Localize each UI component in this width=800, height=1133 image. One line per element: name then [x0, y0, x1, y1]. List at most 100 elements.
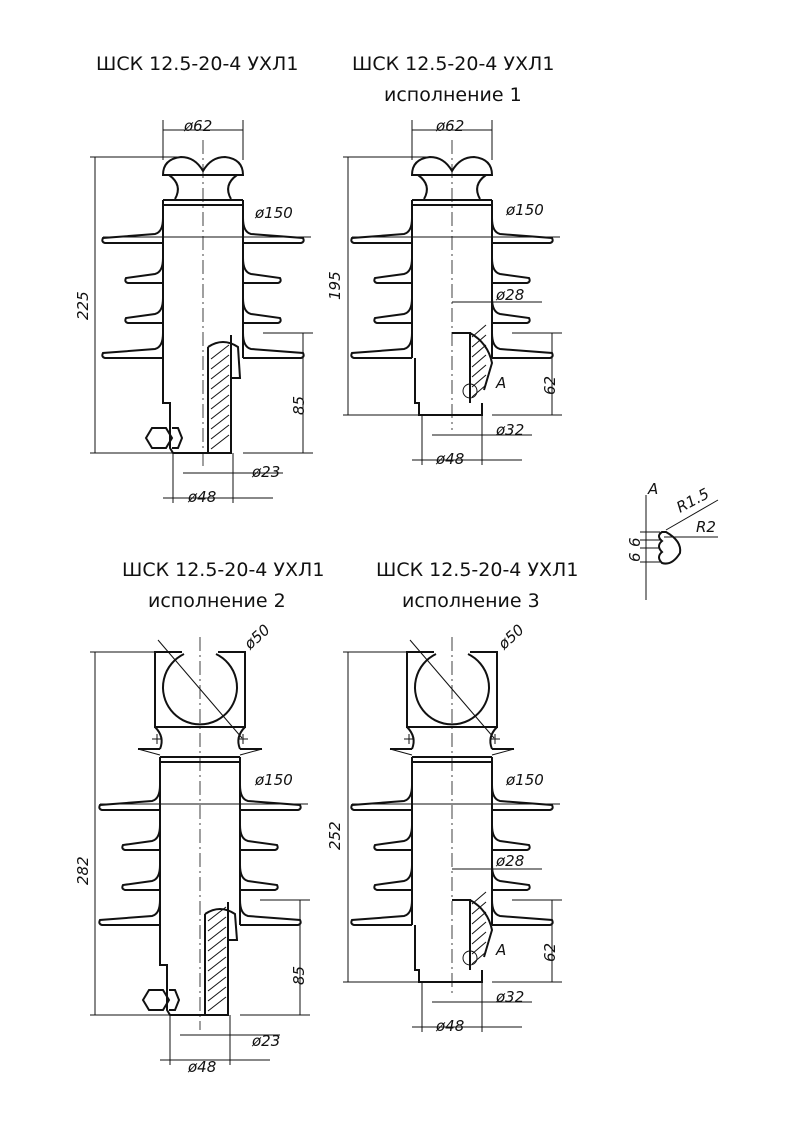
small-shed — [373, 257, 413, 284]
drawing-line — [491, 748, 515, 756]
large-shed — [491, 217, 554, 244]
small-shed — [239, 824, 279, 851]
large-shed — [98, 899, 161, 926]
hatch — [210, 374, 230, 390]
view2-title: ШСК 12.5-20-4 УХЛ1 — [352, 53, 554, 75]
detail-a-circle — [462, 950, 478, 966]
dim-height: 282 — [74, 856, 92, 885]
large-shed — [350, 784, 413, 811]
detail-a: A R1.5 R2 6 6 — [626, 480, 719, 600]
ring-neck — [406, 726, 498, 750]
hatch — [471, 324, 487, 338]
ring-hole — [162, 653, 238, 726]
hatch — [210, 364, 230, 380]
fitting-section — [452, 899, 494, 970]
detail-a-r2: R2 — [696, 518, 716, 536]
small-shed — [373, 864, 413, 891]
dim-inner-dia: ø32 — [495, 988, 524, 1006]
dim-shed-dia: ø150 — [505, 201, 544, 219]
detail-a-label: A — [647, 480, 658, 498]
hatch — [210, 424, 230, 440]
drawing-line — [239, 748, 263, 756]
hatch — [210, 414, 230, 430]
small-shed — [124, 257, 164, 284]
small-shed — [121, 864, 161, 891]
small-shed — [373, 824, 413, 851]
hatch — [207, 966, 227, 982]
dim-inner-dia: ø32 — [495, 421, 524, 439]
small-shed — [121, 824, 161, 851]
dim-shed-dia: ø150 — [505, 771, 544, 789]
hatch — [471, 951, 487, 965]
hatch — [471, 344, 487, 358]
large-shed — [350, 899, 413, 926]
dim-height: 195 — [326, 271, 344, 300]
view3-subtitle: исполнение 2 — [148, 590, 286, 612]
hatch — [471, 354, 487, 368]
bolt-head — [144, 427, 184, 449]
small-shed — [373, 297, 413, 324]
dim-height: 225 — [74, 291, 92, 320]
fitting-section — [452, 332, 494, 403]
large-shed — [242, 332, 305, 359]
dim-core-dia: ø28 — [495, 852, 524, 870]
detail-a-pitch: 6 — [626, 537, 644, 547]
detail-a-callout: A — [495, 374, 506, 392]
fitting-section — [207, 341, 242, 453]
detail-a-callout: A — [495, 941, 506, 959]
hatch — [210, 344, 230, 360]
dim-top-dia: ø62 — [435, 117, 464, 135]
dim-shed-dia: ø150 — [254, 771, 293, 789]
large-shed — [239, 899, 302, 926]
dim-fit-height: 62 — [541, 943, 559, 962]
dim-height: 252 — [326, 821, 344, 850]
dim-inner-dia: ø23 — [251, 463, 280, 481]
small-shed — [491, 824, 531, 851]
large-shed — [242, 217, 305, 244]
hatch — [210, 434, 230, 450]
drawing-line — [137, 748, 161, 756]
small-shed — [491, 864, 531, 891]
hatch — [207, 946, 227, 962]
dim-base-dia: ø48 — [435, 1017, 464, 1035]
large-shed — [101, 217, 164, 244]
hatch — [471, 384, 487, 398]
stem — [414, 358, 483, 416]
large-shed — [239, 784, 302, 811]
insulator-shapes — [90, 120, 562, 1065]
hatch — [210, 354, 230, 370]
dim-inner-dia: ø23 — [251, 1032, 280, 1050]
hatch — [210, 394, 230, 410]
drawing-line — [389, 748, 413, 756]
dim-ring-dia: ø50 — [494, 621, 528, 654]
hatch — [471, 334, 487, 348]
view2-subtitle: исполнение 1 — [384, 84, 522, 106]
view4-subtitle: исполнение 3 — [402, 590, 540, 612]
hatch — [207, 976, 227, 992]
view3-title: ШСК 12.5-20-4 УХЛ1 — [122, 559, 324, 581]
dim-shed-dia: ø150 — [254, 204, 293, 222]
small-shed — [242, 297, 282, 324]
detail-a-pitch2: 6 — [626, 552, 644, 562]
hatch — [471, 891, 487, 905]
small-shed — [124, 297, 164, 324]
hatch — [471, 901, 487, 915]
hatch — [471, 921, 487, 935]
hatch — [210, 404, 230, 420]
large-shed — [491, 899, 554, 926]
dim-ring-dia: ø50 — [240, 621, 274, 654]
dim-fit-height: 62 — [541, 376, 559, 395]
hatch — [207, 986, 227, 1002]
view4-title: ШСК 12.5-20-4 УХЛ1 — [376, 559, 578, 581]
small-shed — [491, 257, 531, 284]
stem — [414, 925, 483, 983]
view1-title: ШСК 12.5-20-4 УХЛ1 — [96, 53, 298, 75]
cap-neck — [417, 174, 487, 200]
detail-a-r1: R1.5 — [673, 485, 712, 517]
small-shed — [242, 257, 282, 284]
large-shed — [491, 332, 554, 359]
hatch — [471, 364, 487, 378]
stem — [162, 335, 232, 454]
